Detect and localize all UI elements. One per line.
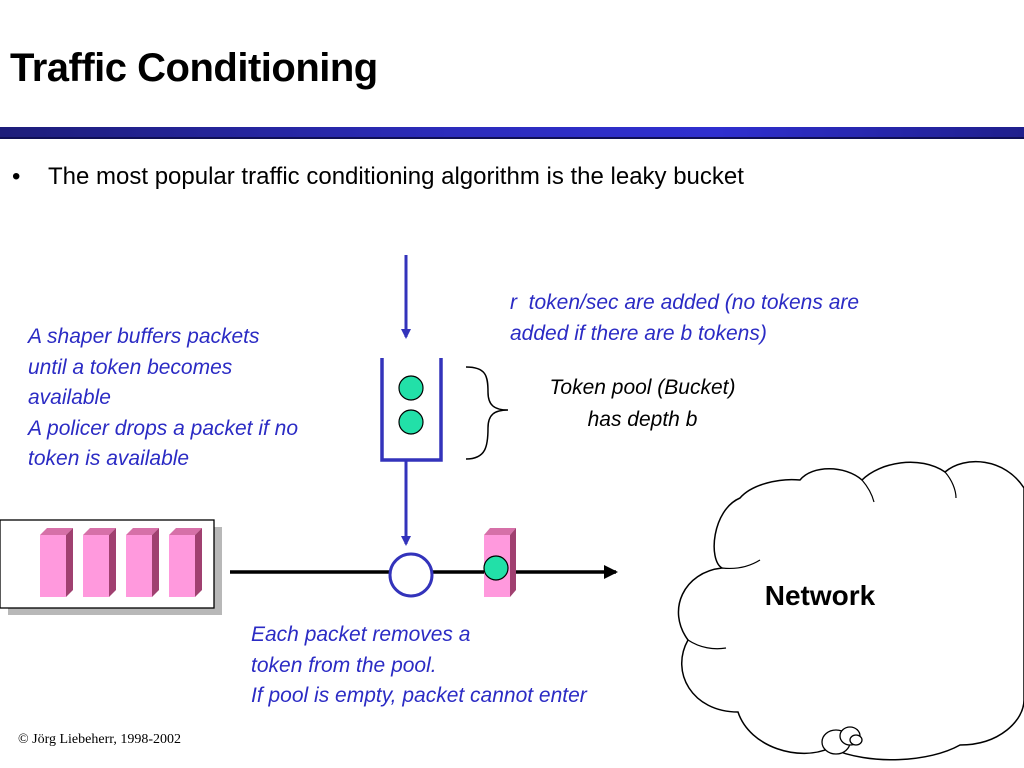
packet-queue: [0, 519, 222, 615]
note-line: available: [28, 386, 111, 409]
copyright-footer: © Jörg Liebeherr, 1998-2002: [18, 732, 182, 747]
queued-packet: [169, 528, 202, 597]
queued-packet: [83, 528, 116, 597]
token-attached: [483, 555, 509, 581]
token-bucket: [380, 358, 443, 462]
note-line: Token pool (Bucket): [549, 376, 736, 399]
bullet-marker: •: [12, 163, 21, 190]
note-line: A policer drops a packet if no: [28, 416, 299, 440]
gate-circle: [388, 552, 434, 598]
note-line: Each packet removes a: [251, 623, 471, 646]
queued-packet: [40, 528, 73, 597]
note-line: token is available: [28, 447, 190, 470]
token-rate-note: r token/sec are added (no tokens are add…: [510, 288, 950, 349]
note-line: A shaper buffers packets: [28, 325, 260, 348]
shaper-policer-note: A shaper buffers packets until a token b…: [28, 322, 373, 475]
token-1: [398, 375, 424, 401]
note-line: has depth b: [587, 408, 698, 431]
departing-packet: [483, 528, 516, 597]
token-2: [398, 409, 424, 435]
note-line: If pool is empty, packet cannot enter: [251, 684, 587, 707]
packet-token-note: Each packet removes a token from the poo…: [251, 620, 691, 712]
cloud-tail-circles: [821, 726, 863, 755]
bullet-text: The most popular traffic conditioning al…: [48, 163, 744, 190]
note-line: until a token becomes: [28, 355, 233, 379]
title-underline-bar: [0, 127, 1024, 139]
note-line: token from the pool.: [251, 653, 437, 677]
note-line: added if there are b tokens): [510, 321, 767, 345]
bucket-brace: [465, 366, 509, 460]
network-label: Network: [764, 580, 876, 611]
slide-title: Traffic Conditioning: [10, 46, 378, 90]
queued-packet: [126, 528, 159, 597]
note-line: r token/sec are added (no tokens are: [510, 291, 860, 314]
token-pool-note: Token pool (Bucket) has depth b: [510, 372, 775, 436]
